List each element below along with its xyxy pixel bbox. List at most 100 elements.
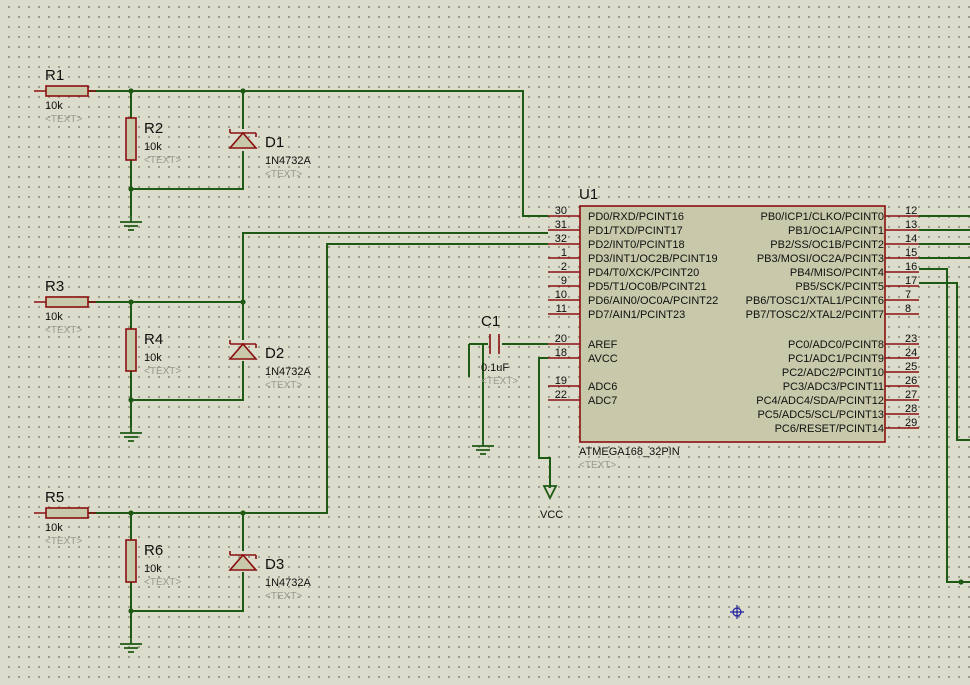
u1-pin-name: PB2/SS/OC1B/PCINT2 [770,239,884,251]
d1-text: <TEXT> [265,169,302,180]
r6-text: <TEXT> [144,577,181,588]
d2-value: 1N4732A [265,366,312,378]
u1-pin-number: 28 [905,403,917,415]
u1-pin-name: PC6/RESET/PCINT14 [775,423,884,435]
u1-right-pins: 12PB0/ICP1/CLKO/PCINT013PB1/OC1A/PCINT11… [746,205,919,435]
resistor-r4[interactable]: R4 10k <TEXT> [125,328,181,377]
u1-pin-name: PD4/T0/XCK/PCINT20 [588,267,699,279]
r4-text: <TEXT> [144,366,181,377]
zener-diode-d3[interactable]: D3 1N4732A <TEXT> [228,551,312,602]
d2-text: <TEXT> [265,380,302,391]
u1-pin-number: 24 [905,347,917,359]
u1-pin-name: PC5/ADC5/SCL/PCINT13 [757,409,884,421]
r3-value: 10k [45,311,63,323]
u1-pin-name: PD2/INT0/PCINT18 [588,239,685,251]
c1-text: <TEXT> [481,376,518,387]
d1-ref: D1 [265,134,284,151]
u1-pin-number: 20 [555,333,567,345]
ground-symbols [120,216,494,653]
u1-pin-number: 17 [905,275,917,287]
capacitor-c1[interactable]: C1 0.1uF <TEXT> [481,313,518,387]
zener-diode-icon [228,553,258,571]
u1-pin-name: PD3/INT1/OC2B/PCINT19 [588,253,718,265]
vcc-terminal[interactable]: VCC [540,485,563,521]
u1-pin-name: PD0/RXD/PCINT16 [588,211,684,223]
d3-ref: D3 [265,556,284,573]
u1-pin-name: PC4/ADC4/SDA/PCINT12 [756,395,884,407]
junctions [128,88,964,614]
u1-pin-number: 14 [905,233,917,245]
c1-value: 0.1uF [481,362,509,374]
zener-diode-d2[interactable]: D2 1N4732A <TEXT> [228,340,312,391]
u1-pin-number: 10 [555,289,567,301]
u1-pin-name: PD1/TXD/PCINT17 [588,225,683,237]
u1-pin-number: 23 [905,333,917,345]
r1-ref: R1 [45,67,64,84]
u1-ref: U1 [579,186,598,203]
r2-value: 10k [144,141,162,153]
r3-ref: R3 [45,278,64,295]
u1-pin-name: PB0/ICP1/CLKO/PCINT0 [761,211,885,223]
r5-ref: R5 [45,489,64,506]
u1-pin-name: PC2/ADC2/PCINT10 [782,367,884,379]
u1-pin-number: 31 [555,219,567,231]
u1-pin-name: PB6/TOSC1/XTAL1/PCINT6 [746,295,884,307]
ground-icon [472,440,494,455]
u1-pin-number: 32 [555,233,567,245]
u1-pin-number: 18 [555,347,567,359]
resistor-r6[interactable]: R6 10k <TEXT> [125,539,181,588]
zener-diode-d1[interactable]: D1 1N4732A <TEXT> [228,129,312,180]
zener-diode-icon [228,131,258,149]
u1-pin-name: PB7/TOSC2/XTAL2/PCINT7 [746,309,884,321]
u1-pin-number: 26 [905,375,917,387]
u1-text: <TEXT> [579,460,616,471]
u1-pin-name: PB4/MISO/PCINT4 [790,267,884,279]
u1-pin-name: PB1/OC1A/PCINT1 [788,225,884,237]
u1-pin-name: PB5/SCK/PCINT5 [795,281,884,293]
r6-value: 10k [144,563,162,575]
u1-pin-name: AVCC [588,353,618,365]
u1-pin-number: 19 [555,375,567,387]
r1-value: 10k [45,100,63,112]
u1-pin-number: 13 [905,219,917,231]
resistor-r5[interactable]: R5 10k <TEXT> [34,489,96,547]
u1-pin-number: 25 [905,361,917,373]
resistor-r1[interactable]: R1 10k <TEXT> [34,67,96,125]
resistor-r2[interactable]: R2 10k <TEXT> [125,117,181,166]
u1-pin-number: 2 [561,261,567,273]
r5-text: <TEXT> [45,536,82,547]
resistor-r3[interactable]: R3 10k <TEXT> [34,278,96,336]
u1-pin-name: PD5/T1/OC0B/PCINT21 [588,281,707,293]
ground-icon [120,638,142,653]
